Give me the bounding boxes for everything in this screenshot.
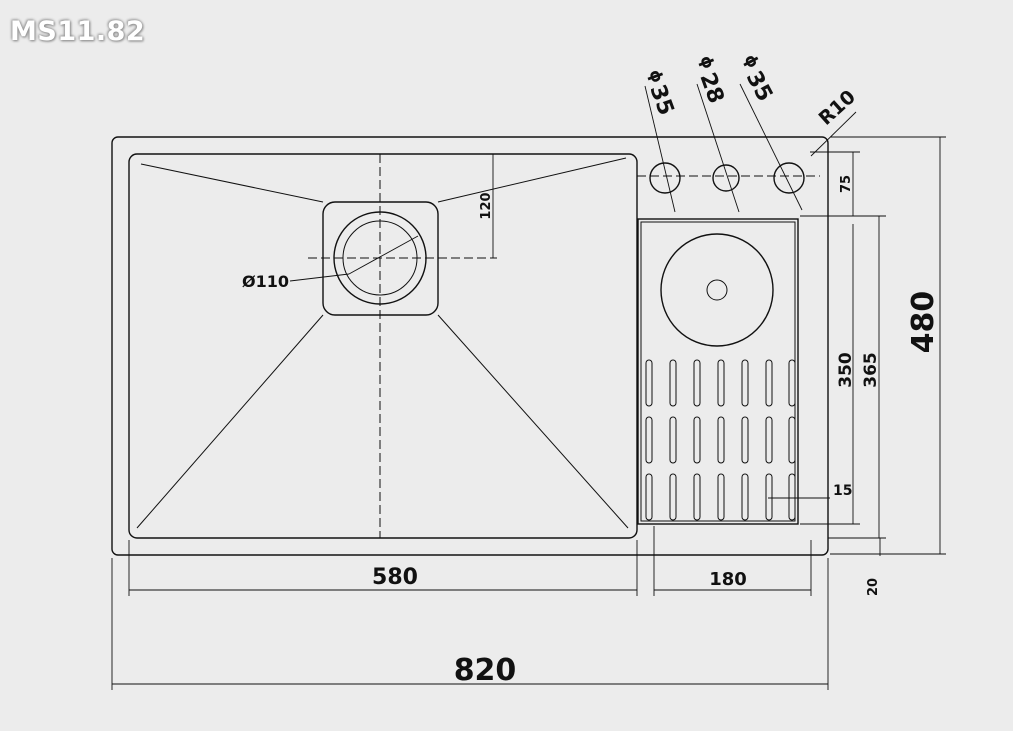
bowl-slope-lines [136, 157, 629, 529]
sink-outline [111, 136, 829, 556]
tap-hole-3 [773, 162, 805, 194]
tap-hole-1-label: 35 [644, 82, 678, 119]
dim-drainer-inner: 350 [836, 352, 856, 388]
dim-corner-radius: R10 [815, 86, 860, 130]
dim-drainer-outer: 365 [861, 352, 881, 388]
drainer-slot [765, 359, 773, 407]
drainer-slot [717, 473, 725, 521]
model-number-badge: MS11.82 [10, 16, 146, 47]
drainer-slot [669, 359, 677, 407]
dim-rear-offset: 20 [866, 578, 881, 596]
drainer-slot [693, 359, 701, 407]
drainer-slot [741, 359, 749, 407]
dim-drainer-width: 180 [709, 569, 747, 590]
tap-hole-1 [649, 162, 681, 194]
drainer-slot [788, 416, 796, 464]
drainer-slot [717, 359, 725, 407]
drainer-slot [645, 473, 653, 521]
tap-hole-2-phi: ϕ [696, 53, 718, 71]
main-bowl [128, 153, 638, 539]
tap-hole-3-label: 35 [741, 67, 777, 106]
dim-drain-diameter: Ø110 [242, 272, 289, 291]
tap-hole-1-phi: ϕ [645, 67, 667, 85]
drainer-slot [765, 416, 773, 464]
drainer-slots [645, 359, 796, 521]
tap-hole-2-label: 28 [694, 70, 728, 107]
dim-overall-width: 820 [454, 653, 517, 688]
drainer-slot [765, 473, 773, 521]
drainer-slot [669, 416, 677, 464]
drainer-slot [669, 473, 677, 521]
drainer-board [637, 218, 799, 525]
drainer-slot [741, 416, 749, 464]
dim-overall-depth: 480 [906, 291, 941, 354]
dim-tap-zone: 75 [839, 175, 854, 193]
soap-dish [660, 233, 774, 347]
dim-bowl-width: 580 [372, 565, 418, 590]
soap-dish-hole [706, 279, 728, 301]
tap-hole-2 [712, 164, 740, 192]
drainer-slot [693, 416, 701, 464]
drainer-slot [788, 359, 796, 407]
drainer-slot [717, 416, 725, 464]
drainer-slot [645, 359, 653, 407]
dim-drain-offset: 120 [479, 192, 494, 219]
drainer-slot [741, 473, 749, 521]
drainer-slot [645, 416, 653, 464]
drainer-slot [788, 473, 796, 521]
dim-slot-margin: 15 [833, 483, 852, 499]
drainer-slot [693, 473, 701, 521]
